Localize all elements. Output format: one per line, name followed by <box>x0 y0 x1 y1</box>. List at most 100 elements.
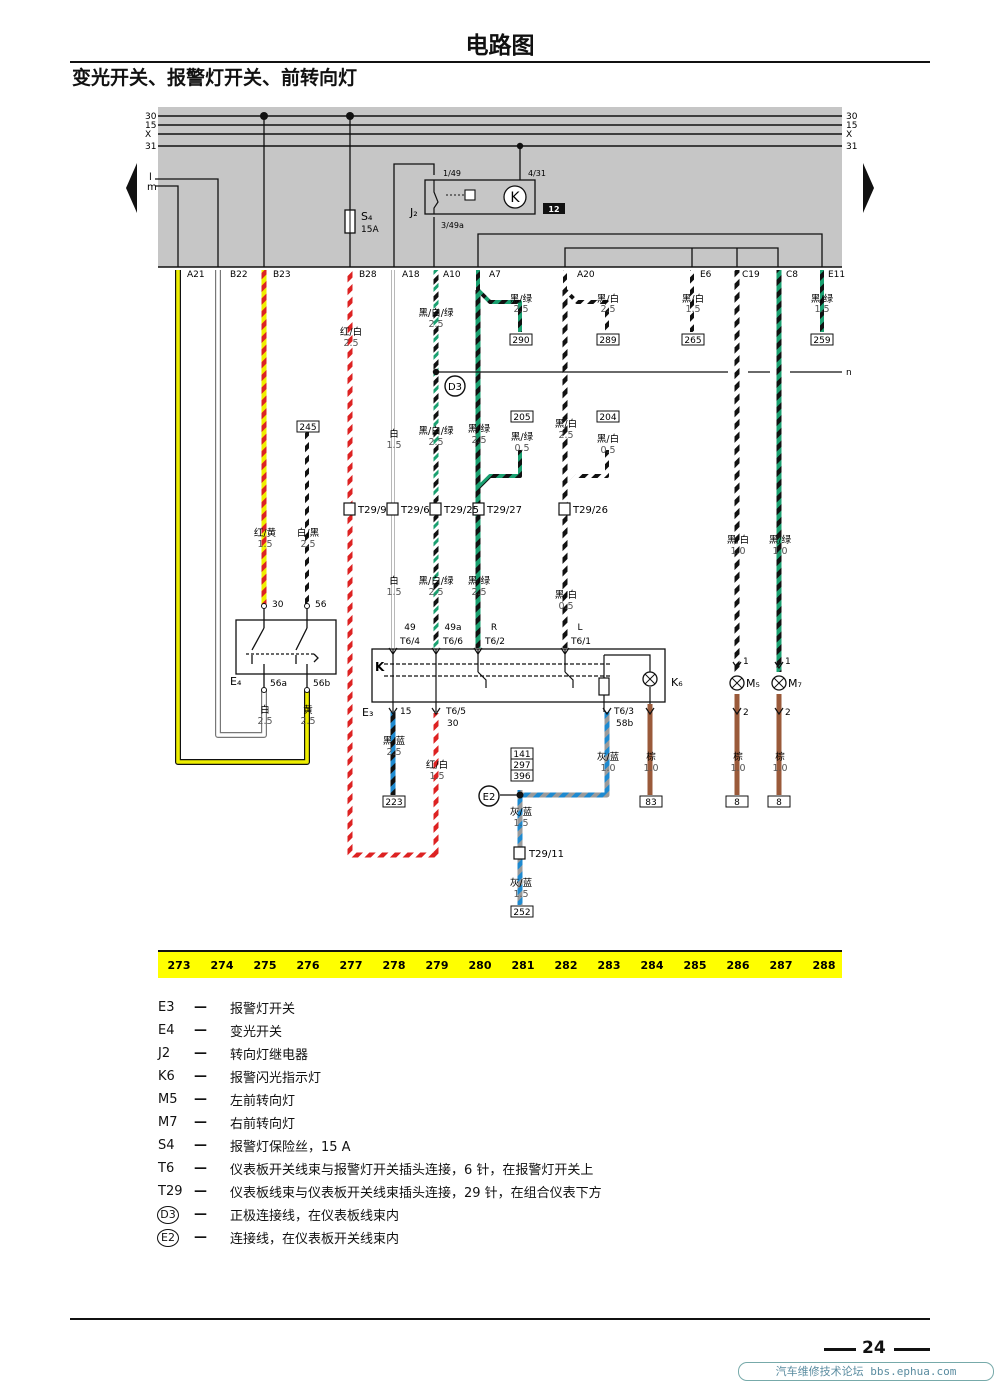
wire-label: 2.5 <box>471 435 486 446</box>
wire-label: 1.5 <box>513 818 528 829</box>
legend-code: J2 <box>158 1046 171 1061</box>
rail-label: 15 <box>145 121 156 131</box>
pin-label: C19 <box>742 270 760 280</box>
t6-pin: T6/3 <box>613 707 634 717</box>
node-e2 <box>478 785 500 807</box>
pin-label: A21 <box>187 270 205 280</box>
n-label: n <box>846 368 852 378</box>
pin-label: E6 <box>700 270 712 280</box>
wire-label: 黑/白/绿 <box>419 425 454 437</box>
arrow-left-icon <box>126 163 137 213</box>
wire-label: 黑/绿 <box>468 575 491 587</box>
e4-name: E₄ <box>230 675 242 688</box>
wire-label: 红/白 <box>340 326 362 338</box>
connector-label: T29/9 <box>357 505 387 516</box>
wire-label: 0.5 <box>558 601 573 612</box>
relay-pin: 1/49 <box>443 169 461 178</box>
position-label: 288 <box>813 959 836 972</box>
page-number: 24 <box>862 1338 886 1358</box>
relay-pin: 3/49a <box>441 221 464 230</box>
wire-label: 1.0 <box>643 763 658 774</box>
position-label: 285 <box>684 959 707 972</box>
legend-desc: 报警闪光指示灯 <box>230 1071 322 1086</box>
ref-box: 252 <box>513 908 530 918</box>
legend-desc: 报警灯开关 <box>230 1002 296 1017</box>
wire-label: 黑/白/绿 <box>419 307 454 319</box>
rail-label: 31 <box>145 142 156 152</box>
wire-label: 2.5 <box>513 304 528 315</box>
connector-label: T29/27 <box>486 505 522 516</box>
t6-pin: T6/4 <box>399 637 420 647</box>
legend-dash: — <box>194 1046 207 1061</box>
wire-label: 2.5 <box>300 716 315 727</box>
lamp-m7 <box>771 675 787 691</box>
wire-label: 黑/绿 <box>468 423 491 435</box>
position-bar <box>158 950 842 978</box>
wire-label: 黑/绿 <box>511 431 534 443</box>
page-title: 电路图 <box>465 33 535 59</box>
wire-label: 2.5 <box>471 587 486 598</box>
wire-label: 黑/白 <box>597 433 619 445</box>
legend-dash: — <box>194 1138 207 1153</box>
lamp-pin: 1 <box>743 657 749 667</box>
legend-dash: — <box>194 1207 207 1222</box>
position-label: 286 <box>727 959 750 972</box>
panel-internal-wiring <box>155 116 823 267</box>
page-number-dash <box>824 1348 856 1351</box>
t6-num: L <box>577 623 582 633</box>
node-d3 <box>444 375 466 397</box>
position-label: 281 <box>512 959 535 972</box>
t6-num: 49 <box>404 623 416 633</box>
position-label: 283 <box>598 959 621 972</box>
legend: E3—报警灯开关 E4—变光开关 J2—转向灯继电器 K6—报警闪光指示灯 M5… <box>157 996 602 1249</box>
lamp-pin: 2 <box>743 708 749 718</box>
e4-pin: 56 <box>315 600 327 610</box>
position-label: 277 <box>340 959 363 972</box>
arrow-right-icon <box>863 163 874 213</box>
legend-dash: — <box>194 1230 207 1245</box>
reference-boxes: 290 289 265 259 205 204 245 223 141 297 … <box>296 333 834 918</box>
legend-desc: 右前转向灯 <box>230 1117 296 1132</box>
node-label: E2 <box>483 792 496 803</box>
position-label: 280 <box>469 959 492 972</box>
position-label: 275 <box>254 959 277 972</box>
legend-dash: — <box>194 1000 207 1015</box>
legend-item: E3—报警灯开关 <box>158 996 602 1019</box>
rail-label: 15 <box>846 121 857 131</box>
pin-label: A7 <box>489 270 501 280</box>
legend-desc: 连接线，在仪表板开关线束内 <box>230 1232 400 1247</box>
wire-label: 黑/白 <box>682 293 704 305</box>
legend-desc: 转向灯继电器 <box>230 1048 309 1063</box>
pin-label: B28 <box>359 270 377 280</box>
legend-item: S4—报警灯保险丝，15 A <box>158 1134 602 1157</box>
wire-label: 黑/白 <box>555 589 577 601</box>
ref-box: 141 <box>513 750 530 760</box>
panel-pin-labels: A21 B22 B23 B28 A18 A10 A7 A20 E6 C19 C8… <box>187 270 845 280</box>
wire-label: 2.5 <box>300 539 315 550</box>
legend-desc: 报警灯保险丝，15 A <box>230 1140 351 1155</box>
legend-item: E4—变光开关 <box>158 1019 602 1042</box>
rail-label: X <box>846 130 852 140</box>
t6-num: R <box>491 623 497 633</box>
wire-label: 黑/白 <box>555 418 577 430</box>
legend-item: T6—仪表板开关线束与报警灯开关插头连接，6 针，在报警灯开关上 <box>158 1157 602 1180</box>
ref-box: 297 <box>513 761 530 771</box>
position-label: 282 <box>555 959 578 972</box>
legend-item: D3—正极连接线，在仪表板线束内 <box>157 1203 602 1226</box>
legend-dash: — <box>194 1069 207 1084</box>
wire-label: 1.0 <box>772 546 787 557</box>
pin-label: A20 <box>577 270 595 280</box>
t6-pin: T6/5 <box>445 707 466 717</box>
lm-label: l <box>149 172 152 183</box>
wire-label: 2.5 <box>600 304 615 315</box>
pin-label: E11 <box>828 270 845 280</box>
e3-name: E₃ <box>362 706 373 719</box>
rail-labels-left: 30 15 X 31 <box>145 112 157 152</box>
legend-code: T6 <box>158 1161 175 1176</box>
lamp-pin: 2 <box>785 708 791 718</box>
ref-box: 223 <box>385 798 402 808</box>
ref-box: 83 <box>645 798 656 808</box>
e4-pin: 30 <box>272 600 284 610</box>
connector-label: T29/26 <box>572 505 608 516</box>
